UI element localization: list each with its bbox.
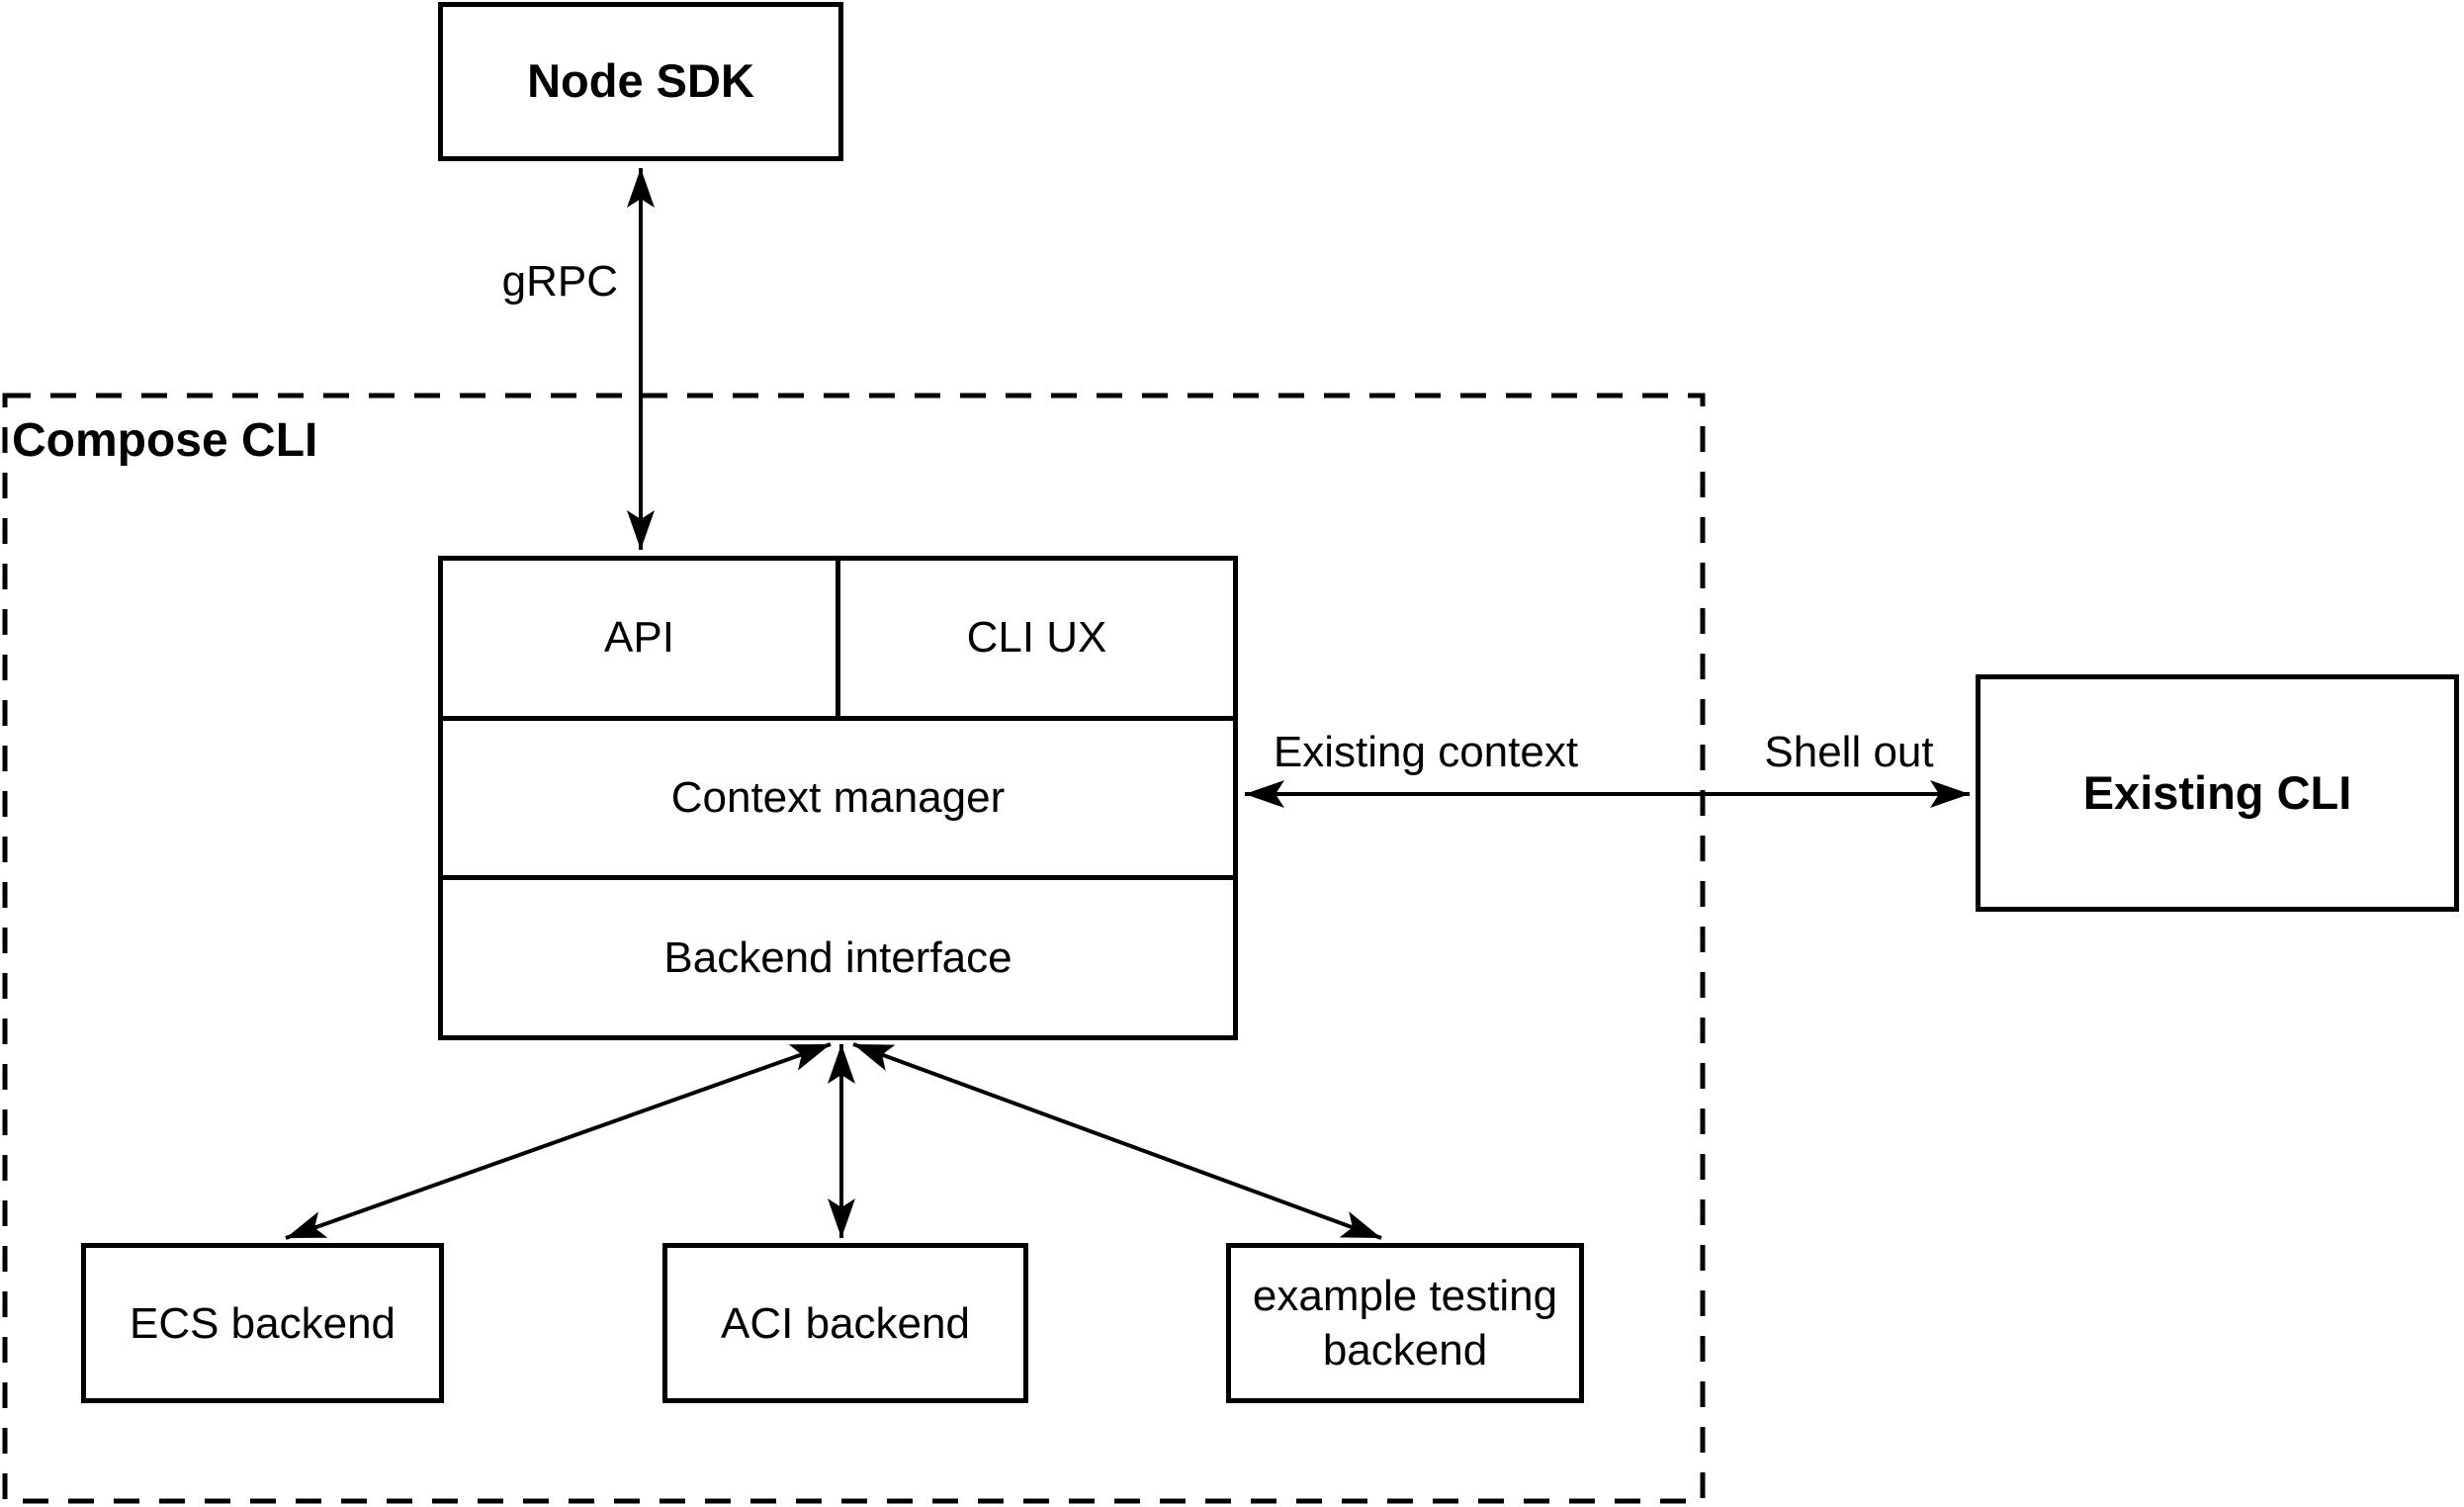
cli-ux-label: CLI UX: [966, 613, 1107, 663]
backend-ecs-arrow: [285, 1042, 832, 1240]
node-sdk-label: Node SDK: [527, 54, 754, 108]
compose-cli-label: Compose CLI: [12, 414, 318, 467]
ecs-backend-label: ECS backend: [129, 1298, 396, 1348]
shell-out-edge-label: Shell out: [1764, 728, 1934, 776]
ecs-backend-box: ECS backend: [81, 1243, 444, 1403]
backend-interface-cell: Backend interface: [443, 875, 1233, 1035]
api-label: API: [604, 613, 674, 663]
grpc-edge-label: gRPC: [501, 257, 618, 306]
context-manager-label: Context manager: [670, 773, 1006, 822]
backend-interface-label: Backend interface: [663, 932, 1012, 982]
aci-backend-box: ACI backend: [662, 1243, 1028, 1403]
context-manager-cell: Context manager: [443, 715, 1233, 876]
existing-cli-box: Existing CLI: [1976, 674, 2459, 912]
example-testing-backend-box: example testing backend: [1226, 1243, 1584, 1403]
aci-backend-label: ACI backend: [721, 1298, 970, 1348]
compose-cli-stack-box: API CLI UX Context manager Backend inter…: [438, 556, 1238, 1040]
stack-top-row: API CLI UX: [443, 561, 1233, 716]
cli-ux-cell: CLI UX: [836, 561, 1233, 716]
existing-context-edge-label: Existing context: [1273, 728, 1579, 776]
backend-example-arrow: [852, 1042, 1382, 1240]
example-testing-backend-label: example testing backend: [1252, 1272, 1558, 1374]
existing-cli-label: Existing CLI: [2082, 765, 2352, 819]
api-cell: API: [443, 561, 836, 716]
node-sdk-box: Node SDK: [438, 2, 843, 161]
